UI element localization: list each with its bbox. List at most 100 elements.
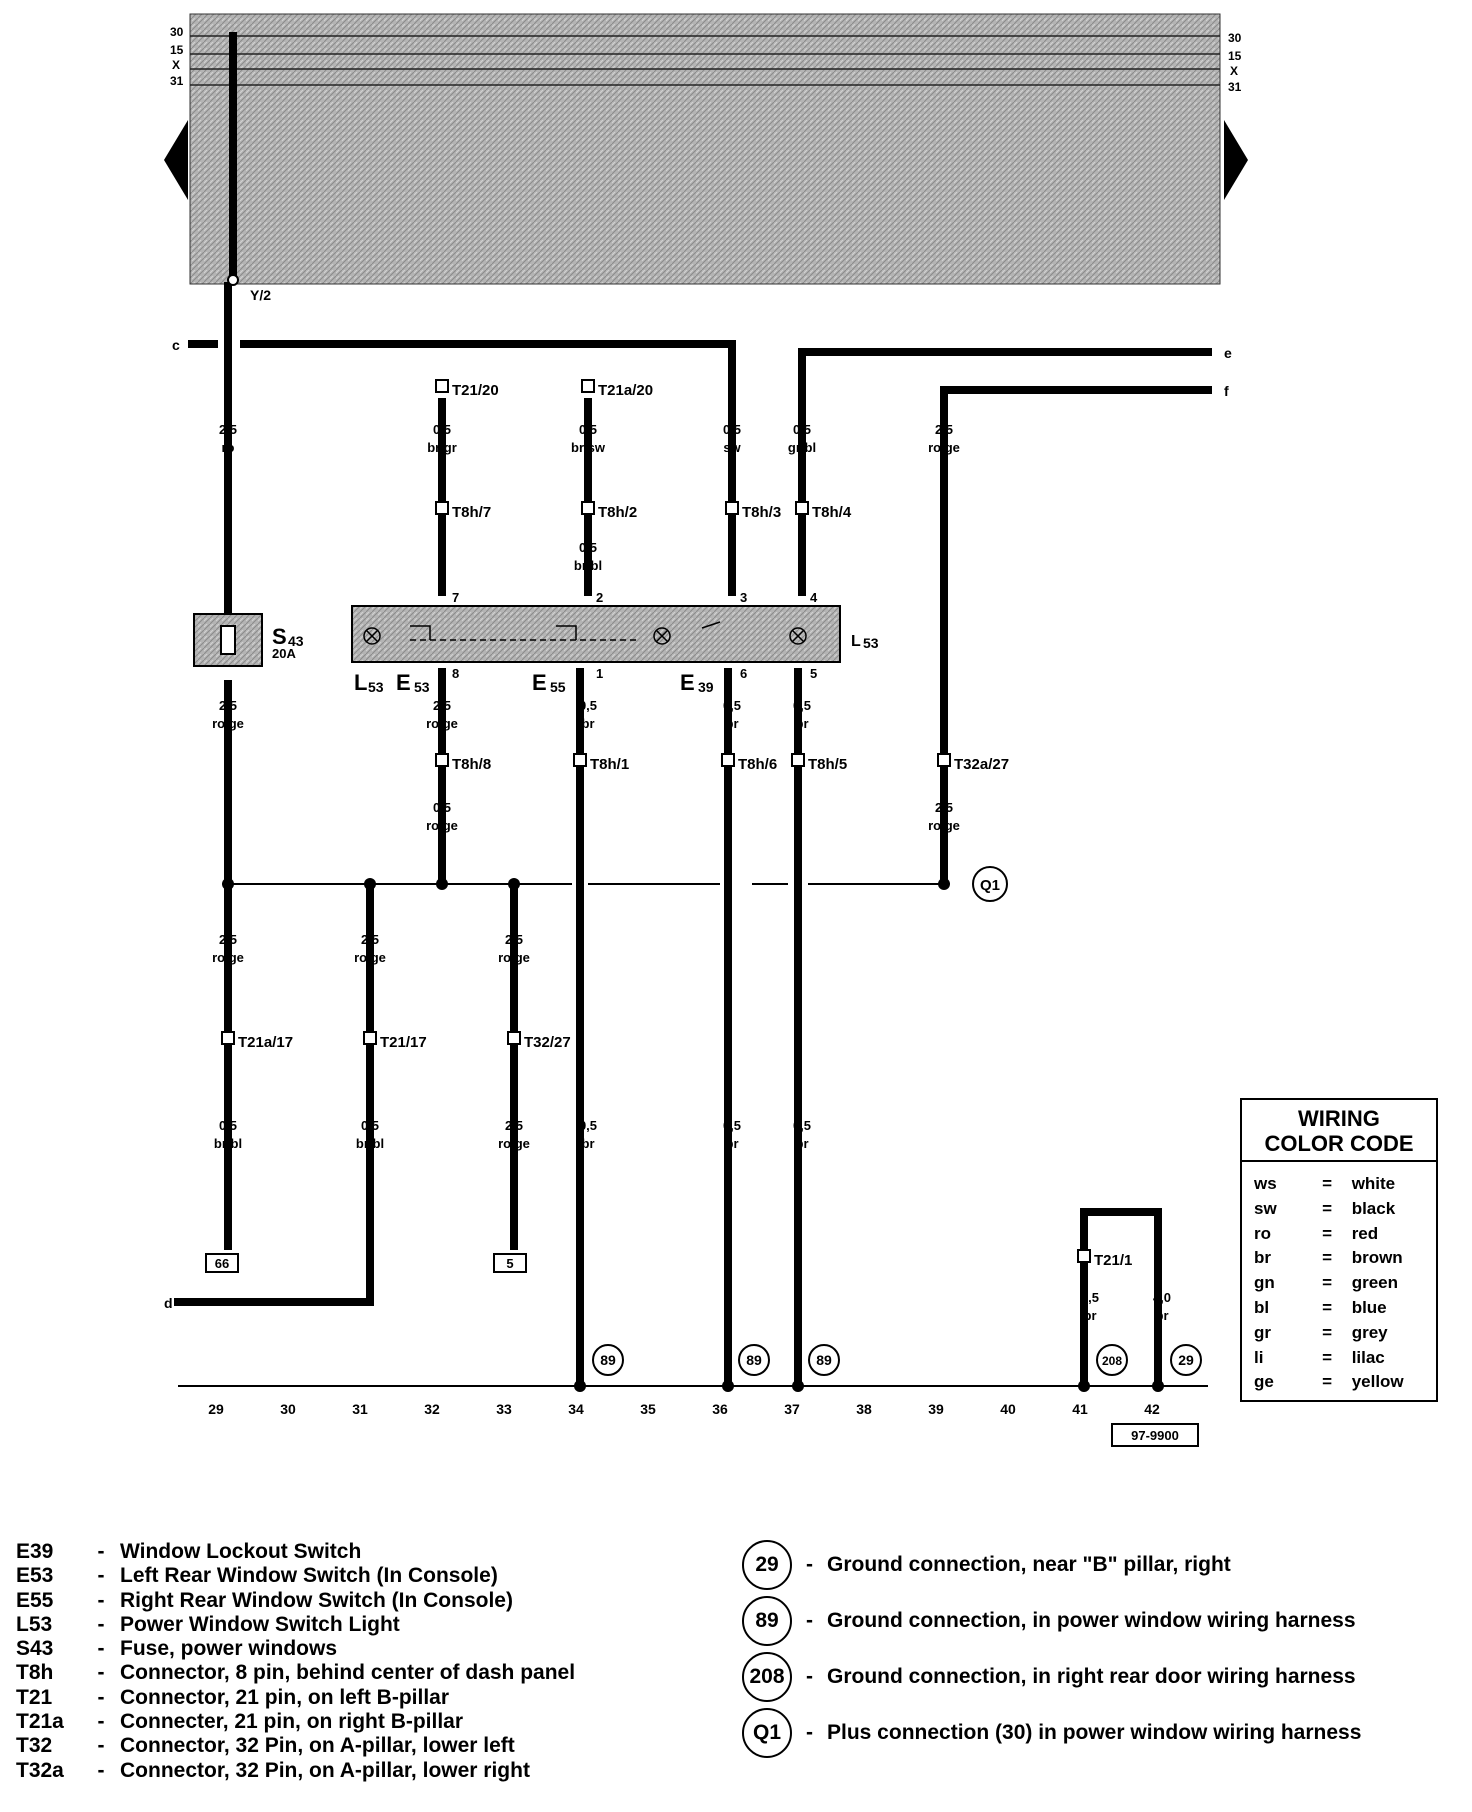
ground-legend-symbol: 29 [742,1540,792,1590]
connector-t8h-3-label: T8h/3 [742,504,781,521]
legend-description: Connector, 8 pin, behind center of dash … [120,1661,576,1685]
grid-number: 35 [640,1401,656,1417]
grid-number: 33 [496,1401,512,1417]
junction-dots [222,878,1164,1392]
pin-1: 1 [596,666,603,681]
wire-color: br/gr [427,440,457,455]
color-code-abbrev: br [1254,1248,1271,1268]
wires [174,32,1212,1384]
color-code-name: lilac [1351,1347,1385,1367]
wire-size: 2,5 [219,422,237,437]
page-right-arrow-icon [1224,120,1248,200]
ground-legend-dash: - [806,1721,813,1744]
ground-legend-row: 208 - Ground connection, in right rear d… [742,1652,1356,1702]
connector-t21a-17: T21a/17 [221,1031,293,1051]
color-code-equals: = [1322,1322,1333,1342]
wire-size: 2,5 [505,932,523,947]
legend-description: Right Rear Window Switch (In Console) [120,1588,513,1612]
wire-endpoint-labels: c e f d [164,337,1232,1311]
connector-t8h-8-label: T8h/8 [452,756,491,773]
connector-t32-27-label: T32/27 [524,1034,571,1051]
pin-5: 5 [810,666,817,681]
grid-number: 32 [424,1401,440,1417]
switch-e55-label: E [532,670,547,695]
ground-legend-description: Ground connection, in right rear door wi… [827,1665,1356,1688]
ground-legend-symbol: 89 [742,1596,792,1646]
color-code-abbrev: ws [1254,1174,1277,1193]
color-code-row: gr=grey [1242,1321,1436,1346]
bus-label-15-right: 15 [1228,49,1242,63]
bus-label-x-left: X [172,58,180,72]
wire-end-f: f [1224,383,1229,399]
legend-description: Window Lockout Switch [120,1540,362,1563]
ground-legend-description: Ground connection, in power window wirin… [827,1609,1356,1632]
wire-size: 0,5 [433,800,451,815]
grid-number: 30 [280,1401,296,1417]
wire-size: 0,5 [433,422,451,437]
ground-legend-dash: - [806,1665,813,1688]
fuse-panel-point-label: Y/2 [250,287,271,303]
legend-code: E53 [16,1564,54,1588]
legend-code: E39 [16,1540,54,1563]
wire-color: ro/ge [928,440,960,455]
ground-point-89: 89 [816,1352,832,1368]
connector-t21a-17-label: T21a/17 [238,1034,293,1051]
wire-color: br [726,1136,739,1151]
legend-row: E55-Right Rear Window Switch (In Console… [16,1589,575,1613]
grid-number: 31 [352,1401,368,1417]
legend-description: Connector, 32 Pin, on A-pillar, lower le… [120,1734,515,1758]
legend-dash: - [97,1564,105,1588]
bus-labels: 30 15 X 31 30 15 X 31 [170,25,1242,94]
legend-code: T21 [16,1685,53,1709]
grid-number: 29 [208,1401,224,1417]
continuation-boxes: 66 5 [205,1253,527,1273]
ground-point-89: 89 [746,1352,762,1368]
fuse-relay-panel [164,13,1248,285]
color-code-title-line2: COLOR CODE [1264,1131,1414,1156]
legend-dash: - [97,1588,105,1612]
bus-label-x-right: X [1230,64,1238,78]
connector-t8h-5: T8h/5 [791,753,847,773]
switch-light-l53-subscript: 53 [863,635,879,651]
wire-size: 2,5 [361,932,379,947]
wire-size: 2,5 [935,800,953,815]
wire-size: 0,5 [793,698,811,713]
legend-dash: - [97,1637,105,1661]
pin-6: 6 [740,666,747,681]
wire-end-d: d [164,1295,173,1311]
legend-row: T21-Connector, 21 pin, on left B-pillar [16,1686,575,1710]
bus-label-31-left: 31 [170,74,184,88]
connector-t8h-4: T8h/4 [795,501,852,521]
connector-t8h-8: T8h/8 [435,753,491,773]
legend-dash: - [97,1734,105,1758]
connector-t8h-7-label: T8h/7 [452,504,491,521]
wire-color: ro/ge [426,818,458,833]
ground-point-89: 89 [600,1352,616,1368]
color-code-row: br=brown [1242,1246,1436,1271]
connector-t21-20: T21/20 [435,379,499,399]
connector-t8h-5-label: T8h/5 [808,756,847,773]
legend-row: E39-Window Lockout Switch [16,1540,575,1564]
grid-number: 34 [568,1401,584,1417]
color-code-name: green [1351,1273,1398,1293]
wiring-diagram: 30 15 X 31 30 15 X 31 [164,13,1248,1447]
legend-description: Connector, 21 pin, on left B-pillar [120,1685,450,1709]
wire-color: ro/ge [212,716,244,731]
wire-color: br [1084,1308,1097,1323]
wire-size: 0,5 [579,1118,597,1133]
grid-number: 39 [928,1401,944,1417]
connector-t21-17-label: T21/17 [380,1034,427,1051]
wire-color: br [1156,1308,1169,1323]
color-code-equals: = [1322,1273,1333,1293]
wire-color: br/bl [574,558,602,573]
wire-size: 2,5 [1081,1290,1099,1305]
color-code-row: li=lilac [1242,1346,1436,1371]
switch-e53-label: E [396,670,411,695]
wire-color: br/bl [356,1136,384,1151]
connector-t8h-1-label: T8h/1 [590,756,629,773]
fuse-s43-label: S [272,624,287,649]
bus-label-30-left: 30 [170,25,184,39]
continuation-box-5: 5 [506,1256,513,1271]
wire-size: 0,5 [723,698,741,713]
color-code-row: sw=black [1242,1197,1436,1222]
